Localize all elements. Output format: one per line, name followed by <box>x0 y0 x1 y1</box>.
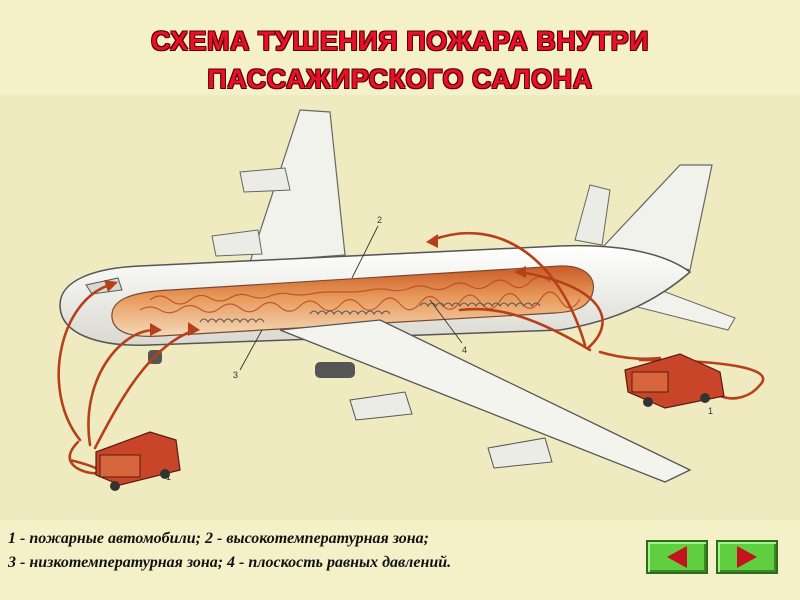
landing-gear <box>148 350 355 378</box>
lower-engine-2 <box>487 437 553 469</box>
legend: 1 - пожарные автомобили; 2 - высокотемпе… <box>8 527 628 575</box>
title-line-1: СХЕМА ТУШЕНИЯ ПОЖАРА ВНУТРИ <box>150 26 649 56</box>
next-slide-button[interactable] <box>716 540 778 574</box>
hoses-left <box>57 283 197 475</box>
callout-4: 4 <box>462 345 467 355</box>
legend-line-1: 1 - пожарные автомобили; 2 - высокотемпе… <box>8 530 429 547</box>
arrow-right-icon <box>737 546 757 568</box>
leader-lines <box>239 225 463 371</box>
hose-arrowheads-right <box>426 234 526 278</box>
high-temp-zone <box>111 265 594 337</box>
callout-3: 3 <box>233 370 238 380</box>
lower-wing <box>279 319 692 483</box>
hose-arrowheads-left <box>104 280 200 336</box>
page-title: СХЕМА ТУШЕНИЯ ПОЖАРА ВНУТРИ ПАССАЖИРСКОГ… <box>0 22 800 98</box>
tail-fin-small <box>574 184 611 246</box>
lower-engine-1 <box>349 391 413 421</box>
seat-rows <box>199 302 541 323</box>
previous-slide-button[interactable] <box>646 540 708 574</box>
callout-2: 2 <box>377 215 382 225</box>
callout-1-right: 1 <box>708 406 713 416</box>
fire-truck-left <box>95 431 181 491</box>
upper-engine-2 <box>211 229 263 257</box>
flame-streaks <box>139 276 581 314</box>
legend-line-2: 3 - низкотемпературная зона; 4 - плоскос… <box>8 554 452 571</box>
fire-truck-right <box>624 353 725 409</box>
arrow-left-icon <box>667 546 687 568</box>
title-line-2: ПАССАЖИРСКОГО САЛОНА <box>207 64 593 94</box>
airplane-fire-diagram: 2 3 4 1 1 <box>0 95 800 520</box>
callout-1-left: 1 <box>166 472 171 482</box>
slide-navigation <box>646 540 778 574</box>
upper-engine-1 <box>239 167 291 193</box>
